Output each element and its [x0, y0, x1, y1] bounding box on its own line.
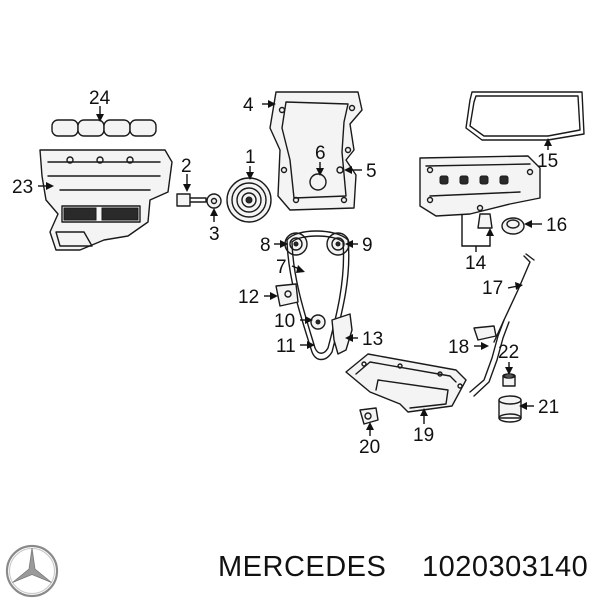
part-24-manifold-gasket — [51, 119, 157, 137]
callout-12: 12 — [238, 287, 259, 308]
part-14-sensor — [477, 213, 493, 229]
part-12-chain-tensioner — [275, 283, 299, 307]
part-2-bolt — [176, 193, 207, 207]
part-13-chain-guide — [331, 313, 353, 355]
part-20-drain-plug — [359, 407, 379, 425]
callout-8: 8 — [260, 235, 271, 256]
brand-name: MERCEDES — [218, 551, 387, 583]
callout-7: 7 — [276, 257, 287, 278]
mercedes-star-logo-icon — [5, 544, 59, 598]
callout-14: 14 — [465, 253, 487, 274]
callout-10: 10 — [274, 311, 295, 332]
callout-16: 16 — [546, 215, 567, 236]
part-4-timing-cover — [269, 91, 363, 211]
part-5-seal — [336, 166, 344, 174]
part-10-crank-sprocket — [310, 314, 326, 330]
part-18-dipstick-tube — [469, 319, 510, 397]
part-22-filter-adapter — [502, 373, 516, 387]
callout-21: 21 — [538, 397, 559, 418]
leader-lines — [38, 100, 552, 436]
part-1-pulley — [226, 177, 272, 223]
part-number: 1020303140 — [422, 551, 589, 583]
callout-17: 17 — [482, 278, 503, 299]
callout-9: 9 — [362, 235, 373, 256]
part-3-washer — [206, 193, 222, 209]
callout-labels: 24 23 2 3 1 4 6 5 15 16 14 8 9 7 12 10 1… — [12, 88, 567, 458]
callout-3: 3 — [209, 224, 220, 245]
callout-23: 23 — [12, 177, 33, 198]
callout-20: 20 — [359, 437, 380, 458]
callout-22: 22 — [498, 342, 519, 363]
part-21-oil-filter — [498, 395, 522, 423]
callout-18: 18 — [448, 337, 469, 358]
part-19-oil-pan — [345, 353, 467, 413]
part-7-timing-chain — [286, 230, 350, 361]
callout-5: 5 — [366, 161, 377, 182]
callout-19: 19 — [413, 425, 434, 446]
callout-6: 6 — [315, 143, 326, 164]
callout-11: 11 — [276, 336, 296, 357]
part-15-valve-cover-gasket — [465, 91, 585, 141]
part-23-intake-manifold — [39, 149, 173, 251]
callout-15: 15 — [537, 151, 558, 172]
callout-2: 2 — [181, 156, 192, 177]
callout-13: 13 — [362, 329, 383, 350]
callout-1: 1 — [245, 147, 256, 168]
part-14-valve-cover — [419, 155, 541, 217]
part-16-oil-filler-cap — [501, 217, 525, 235]
callout-4: 4 — [243, 95, 254, 116]
callout-24: 24 — [89, 88, 111, 109]
